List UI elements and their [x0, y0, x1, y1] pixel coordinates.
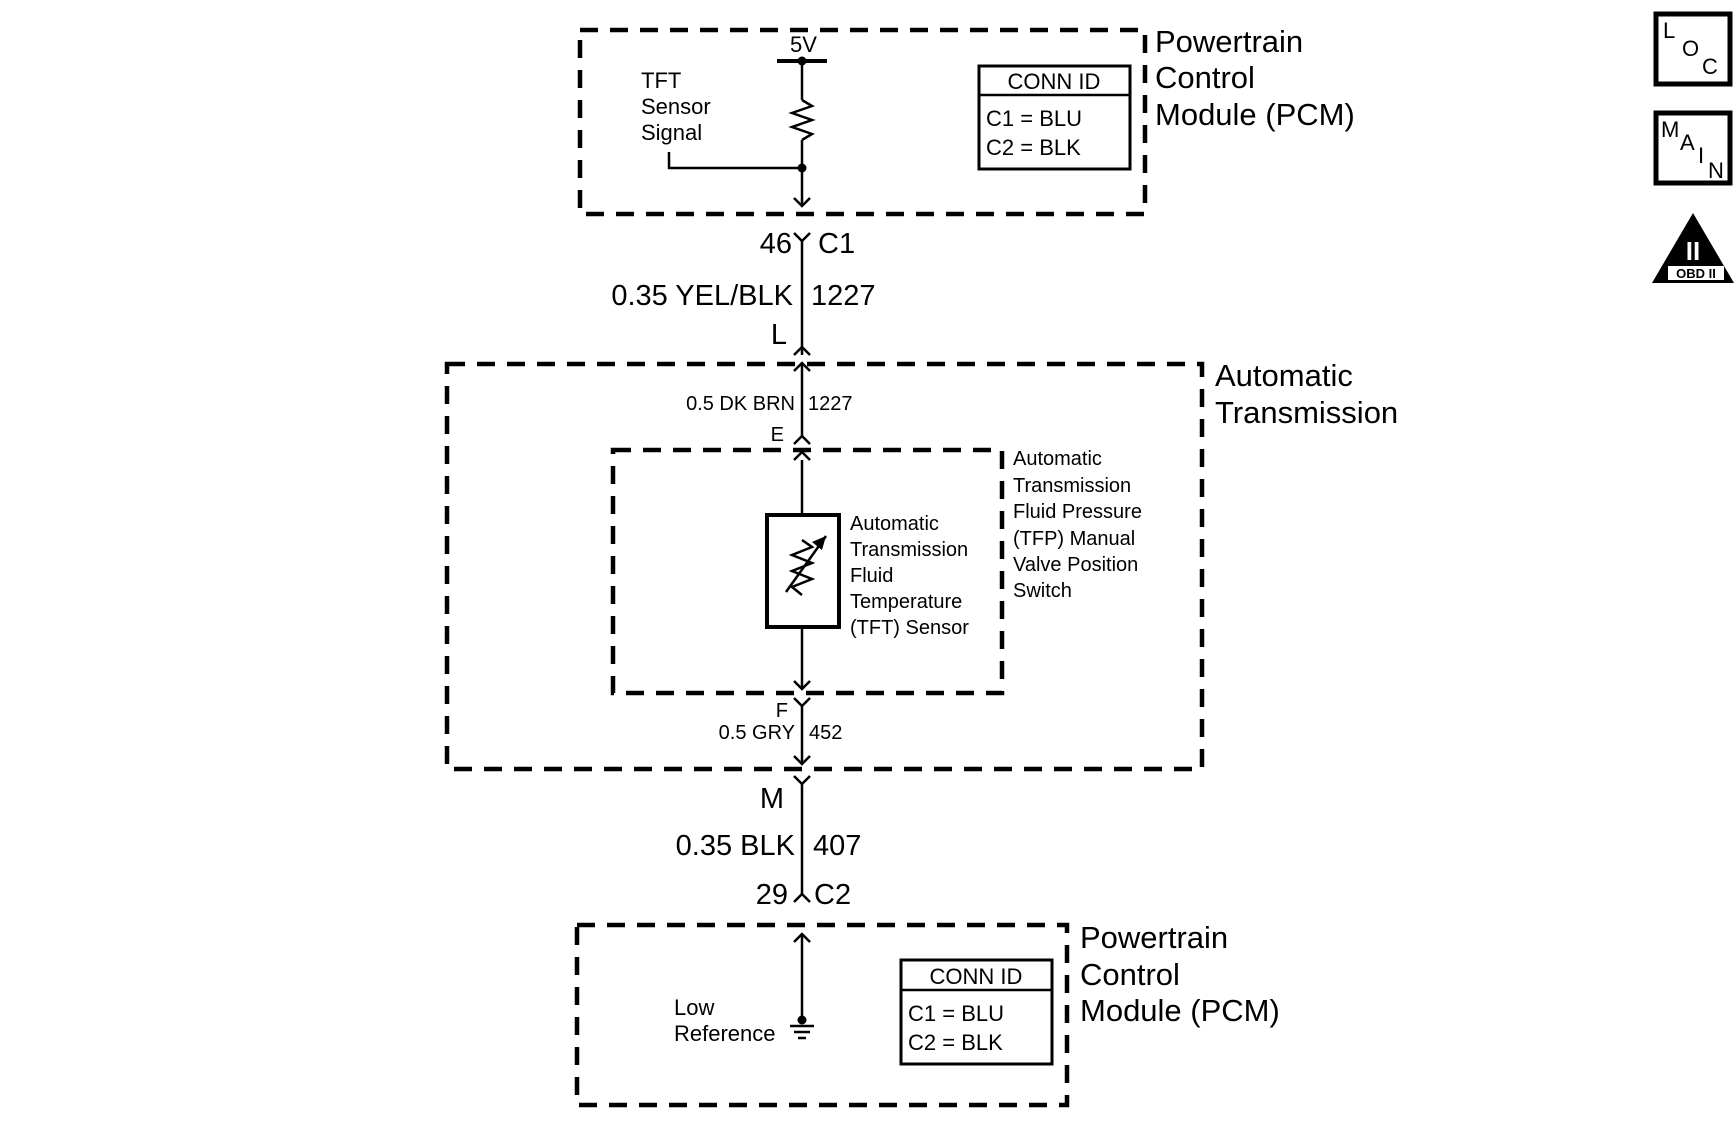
- inline-connector-m: M: [760, 775, 811, 815]
- wire-1227-inner-size-color: 0.5 DK BRN: [686, 393, 795, 415]
- tfp-switch-label-2: Transmission: [1013, 475, 1131, 497]
- obd-ii-icon-numeral: II: [1686, 236, 1700, 266]
- pcm-bottom: Powertrain Control Module (PCM) Low Refe…: [574, 920, 1280, 1108]
- loc-icon-letter-l: L: [1663, 18, 1675, 43]
- obd-ii-icon-caption: OBD II: [1676, 266, 1716, 281]
- pcm-bottom-conn-id-row-1: C1 = BLU: [908, 1001, 1004, 1026]
- tft-sensor-label-4: Temperature: [850, 591, 962, 613]
- wire-452-circuit: 452: [809, 722, 842, 744]
- loc-icon[interactable]: L O C: [1653, 11, 1733, 87]
- pin-e-symbol: [793, 434, 811, 445]
- tft-signal-label-1: TFT: [641, 68, 681, 93]
- auto-trans-title-1: Automatic: [1215, 358, 1353, 393]
- main-icon-frame: [1653, 110, 1733, 186]
- pin-e-label: E: [771, 424, 784, 446]
- tfp-switch-label-4: (TFP) Manual: [1013, 528, 1135, 550]
- tfp-switch-label-3: Fluid Pressure: [1013, 501, 1142, 523]
- pcm-bottom-conn-id-box: [899, 958, 1054, 1066]
- low-ref-node: [797, 1015, 807, 1025]
- loc-icon-letter-o: O: [1682, 36, 1699, 61]
- inline-connector-l-symbol: [793, 345, 811, 356]
- tft-sensor-label-2: Transmission: [850, 539, 968, 561]
- loc-icon-letter-c: C: [1702, 54, 1718, 79]
- connector-c1-pin: 46: [760, 228, 792, 260]
- pcm-bottom-boundary: [574, 922, 1070, 1108]
- pcm-bottom-conn-id-header: CONN ID: [930, 964, 1023, 989]
- tft-signal-label-2: Sensor: [641, 94, 711, 119]
- pcm-bottom-title-3: Module (PCM): [1080, 993, 1280, 1028]
- connector-c2-symbol: [793, 892, 811, 903]
- tft-sensor-label-1: Automatic: [850, 513, 939, 535]
- tfp-switch-label-6: Switch: [1013, 580, 1072, 602]
- tft-sensor-arrow-head: [812, 536, 826, 550]
- pcm-bottom-title-2: Control: [1080, 957, 1180, 992]
- pcm-top-title-2: Control: [1155, 60, 1255, 95]
- connector-c2-pin: 29: [756, 879, 788, 911]
- pin-e-symbol-2: [793, 450, 811, 461]
- main-icon-letter-n: N: [1708, 158, 1724, 183]
- wire-452-size-color: 0.5 GRY: [719, 722, 795, 744]
- connector-c1-id: C1: [818, 228, 855, 260]
- automatic-transmission: Automatic Transmission 0.5 DK BRN 1227 E…: [444, 358, 1398, 772]
- connector-c2: 29 C2: [756, 879, 851, 911]
- low-ref-label-2: Reference: [674, 1021, 776, 1046]
- tft-sensor-arrow-down: [793, 680, 811, 691]
- tft-sensor-resistor: [788, 538, 816, 596]
- obd-ii-icon-caption-bg: [1668, 266, 1724, 280]
- pcm-top-boundary: [577, 27, 1148, 217]
- pcm-top-conn-id-row-2: C2 = BLK: [986, 135, 1081, 160]
- pcm-top-conn-id-box: [977, 64, 1132, 171]
- inline-connector-m-label: M: [760, 783, 784, 815]
- wire-452-arrow: [793, 755, 811, 766]
- loc-icon-frame: [1653, 11, 1733, 87]
- pullup-resistor: [788, 98, 816, 142]
- pcm-top-title-3: Module (PCM): [1155, 97, 1355, 132]
- tft-sensor-label-3: Fluid: [850, 565, 893, 587]
- pin-f-symbol: [793, 697, 811, 708]
- pcm-top-conn-id-header: CONN ID: [1008, 69, 1101, 94]
- obd-ii-icon-triangle: [1652, 213, 1734, 283]
- tfp-switch-label-1: Automatic: [1013, 448, 1102, 470]
- pcm-bottom-title-1: Powertrain: [1080, 920, 1228, 955]
- inline-connector-m-symbol: [793, 775, 811, 786]
- main-icon-letter-i: I: [1698, 143, 1704, 168]
- wire-407-size-color: 0.35 BLK: [676, 830, 796, 862]
- obd-ii-icon[interactable]: II OBD II: [1652, 213, 1734, 283]
- inline-connector-l: L: [771, 319, 811, 372]
- auto-trans-boundary: [444, 361, 1205, 772]
- supply-5v-label: 5V: [790, 32, 817, 57]
- wire-1227-inner-circuit: 1227: [808, 393, 853, 415]
- inline-connector-l-label: L: [771, 319, 787, 351]
- wire-407-circuit: 407: [813, 830, 861, 862]
- pcm-top: Powertrain Control Module (PCM) 5V TFT S…: [577, 24, 1355, 217]
- wire-1227-outer-size-color: 0.35 YEL/BLK: [611, 280, 793, 312]
- wire-1227-outer-circuit: 1227: [811, 280, 876, 312]
- connector-c1: 46 C1: [760, 228, 855, 260]
- connector-c2-id: C2: [814, 879, 851, 911]
- pcm-bottom-conn-id-row-2: C2 = BLK: [908, 1030, 1003, 1055]
- tfp-switch-boundary: [610, 447, 1005, 696]
- auto-trans-title-2: Transmission: [1215, 395, 1398, 430]
- tft-sensor-body: [765, 513, 841, 629]
- main-icon-letter-a: A: [1680, 130, 1695, 155]
- pcm-top-arrow: [793, 197, 811, 208]
- pcm-top-title-1: Powertrain: [1155, 24, 1303, 59]
- low-ref-label-1: Low: [674, 995, 714, 1020]
- main-icon-letter-m: M: [1661, 117, 1679, 142]
- pcm-top-conn-id-row-1: C1 = BLU: [986, 106, 1082, 131]
- connector-c1-symbol: [793, 232, 811, 243]
- pin-f-label: F: [776, 700, 788, 722]
- main-icon[interactable]: M A I N: [1653, 110, 1733, 186]
- tfp-switch-label-5: Valve Position: [1013, 554, 1138, 576]
- tft-sensor-label-5: (TFT) Sensor: [850, 617, 969, 639]
- signal-line: [667, 152, 802, 170]
- tft-signal-label-3: Signal: [641, 120, 702, 145]
